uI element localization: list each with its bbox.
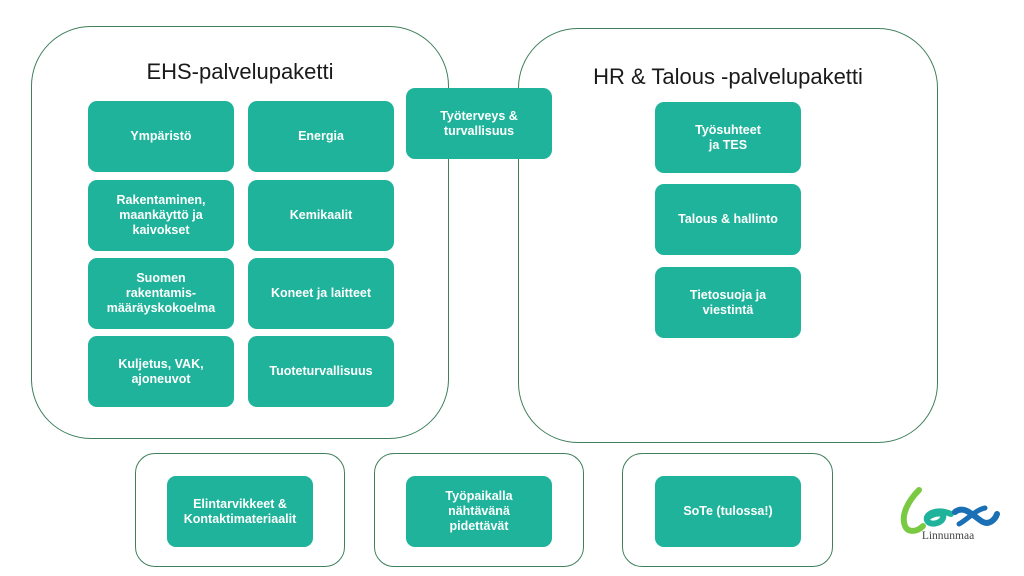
hr-package-title: HR & Talous -palvelupaketti (593, 64, 863, 89)
tile-tyoterveys[interactable]: Työterveys & turvallisuus (406, 88, 552, 159)
tile-rakentamismaarays[interactable]: Suomen rakentamis- määräyskokoelma (88, 258, 234, 329)
tile-rakentaminen[interactable]: Rakentaminen, maankäyttö ja kaivokset (88, 180, 234, 251)
tile-koneet-laitteet[interactable]: Koneet ja laitteet (248, 258, 394, 329)
tile-tyopaikalla[interactable]: Työpaikalla nähtävänä pidettävät (406, 476, 552, 547)
tile-tuoteturvallisuus[interactable]: Tuoteturvallisuus (248, 336, 394, 407)
tile-tietosuoja[interactable]: Tietosuoja ja viestintä (655, 267, 801, 338)
tile-talous-hallinto[interactable]: Talous & hallinto (655, 184, 801, 255)
tile-kuljetus[interactable]: Kuljetus, VAK, ajoneuvot (88, 336, 234, 407)
logo-caption: Linnunmaa (921, 530, 975, 542)
tile-ymparisto[interactable]: Ympäristö (88, 101, 234, 172)
tile-energia[interactable]: Energia (248, 101, 394, 172)
tile-sote[interactable]: SoTe (tulossa!) (655, 476, 801, 547)
tile-kemikaalit[interactable]: Kemikaalit (248, 180, 394, 251)
lex-logo-icon (900, 487, 1000, 534)
ehs-package-title: EHS-palvelupaketti (146, 59, 334, 84)
tile-tyosuhteet[interactable]: Työsuhteet ja TES (655, 102, 801, 173)
tile-elintarvikkeet[interactable]: Elintarvikkeet & Kontaktimateriaalit (167, 476, 313, 547)
